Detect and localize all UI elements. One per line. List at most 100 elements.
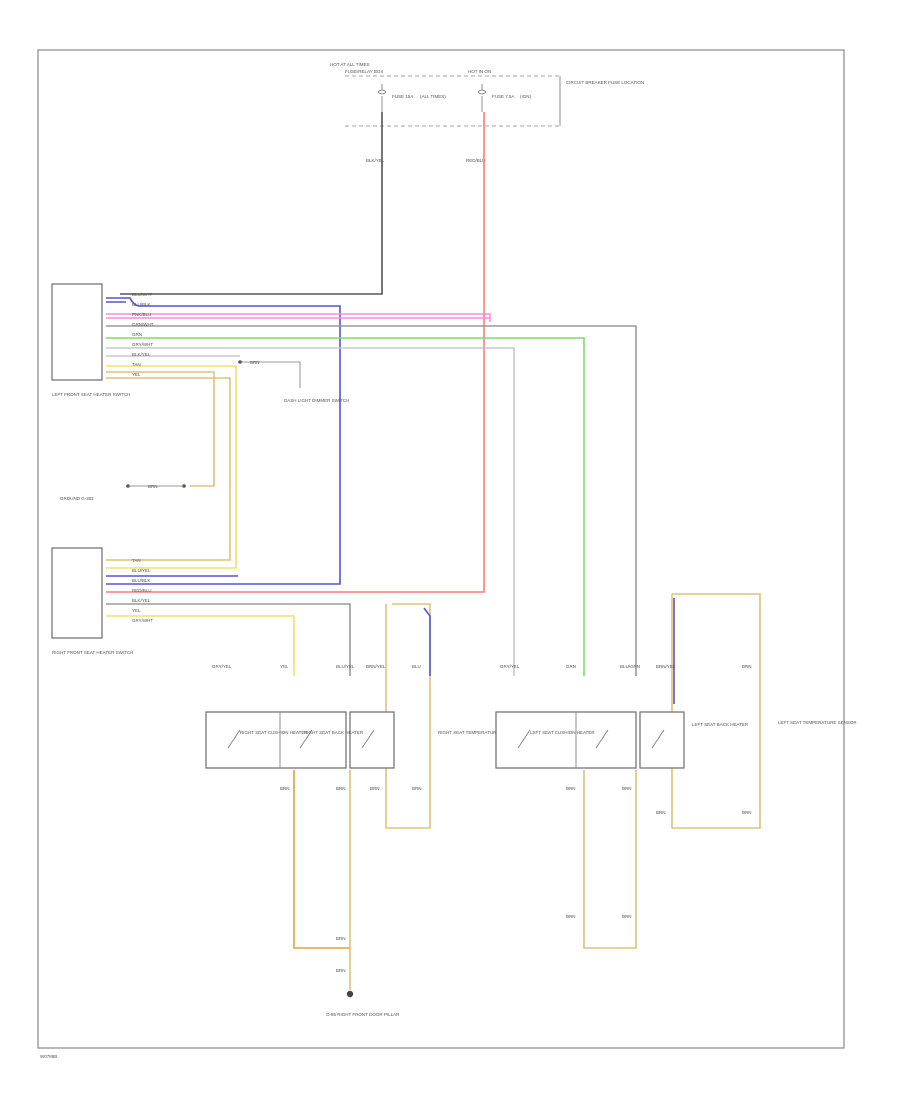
right-heater-top-wire-label: GRN	[566, 664, 576, 669]
right-switch: RIGHT FRONT SEAT HEATER SWITCH TAN BLU/YE…	[51, 547, 153, 655]
right-heater-bottom-wire-label: BRN	[742, 810, 752, 815]
ground-small-name: GROUND G-302	[60, 496, 94, 501]
left-heater-top-wire-label: YEL	[280, 664, 289, 669]
right-heater-bottom-wire-label: BRN	[622, 786, 632, 791]
wire-grn-long	[106, 337, 585, 676]
right-heater-sensor: LEFT SEAT TEMPERATURE SENSOR	[778, 720, 857, 725]
ground-main-wire-top: BRN	[336, 936, 346, 941]
right-heater-top-wire-label: GRY/YEL	[500, 664, 520, 669]
fuse-left-note: (ALL TIMES)	[420, 94, 446, 99]
left-heater-bottom-wire-label: BRN	[336, 786, 346, 791]
left-switch-wire-label: PNK/BLU	[132, 312, 151, 317]
left-switch-wire-label: BLK/YEL	[132, 352, 151, 357]
fuse-side-note: CIRCUIT BREAKER FUSE LOCATION	[566, 80, 644, 85]
left-switch-wire-label: BLU/BLK	[132, 302, 151, 307]
right-heater-bottom-labels: BRN BRN BRN BRN BRN BRN	[566, 786, 752, 919]
right-switch-wire-label: BLK/YEL	[132, 598, 151, 603]
dash-light-dimmer: BRN DASH LIGHT DIMMER SWITCH	[238, 360, 349, 403]
left-switch-wire-label: GRN	[132, 332, 142, 337]
wire-left-sensor-blue	[423, 607, 431, 676]
right-switch-wire-label: GRY/WHT	[132, 618, 153, 623]
right-switch-wire-label: BLU/YEL	[132, 568, 151, 573]
right-switch-wire-label: RED/BLU	[132, 588, 152, 593]
right-switch-wire-label: BLU/BLK	[132, 578, 151, 583]
left-heater-bottom-labels: BRN BRN BRN BRN	[280, 786, 422, 791]
left-heater-cushion: RIGHT SEAT CUSHION HEATER	[240, 730, 308, 735]
left-heater-top-wire-label: BLU/YEL	[336, 664, 355, 669]
left-switch-pins: BLU/WHT BLU/BLK PNK/BLU GRN/WHT GRN GRY/WHT BL…	[132, 292, 154, 377]
right-heater-cushion: LEFT SEAT CUSHION HEATER	[530, 730, 595, 735]
left-switch-wire-label: TAN	[132, 362, 141, 367]
left-heater-top-labels: GRY/YEL YEL BLU/YEL BRN/YEL BLU	[212, 664, 421, 669]
wire-right-sensor-loop	[671, 593, 761, 829]
left-switch-wire-label: GRY/WHT	[132, 342, 153, 347]
footer-code: W0788B	[40, 1054, 57, 1059]
fuse-right-symbol	[477, 84, 487, 112]
right-switch-wire-label: TAN	[132, 558, 141, 563]
fuse-left-symbol	[377, 84, 387, 112]
wire-dash-light-b	[240, 361, 301, 388]
right-heater-assembly: LEFT SEAT CUSHION HEATER LEFT SEAT BACK …	[495, 664, 857, 919]
fuse-wire-right-label: RED/BLU	[466, 158, 486, 163]
wire-blu-blk	[106, 297, 341, 585]
ground-small-wire: BRN	[148, 484, 158, 489]
left-switch: LEFT FRONT SEAT HEATER SWITCH BLU/WHTBLU…	[51, 283, 154, 397]
fuse-block-subtitle: FUSE/RELAY BOX	[345, 69, 383, 74]
right-heater-top-wire-label: BRN	[742, 664, 752, 669]
right-heater-bottom-wire-label: BRN	[656, 810, 666, 815]
left-heater-top-wire-label: BRN/YEL	[366, 664, 386, 669]
right-heater-top-labels: GRY/YEL GRN BLU/GRN BRN/YEL BRN	[500, 664, 752, 669]
dash-dimmer-name: DASH LIGHT DIMMER SWITCH	[284, 398, 349, 403]
left-switch-wire-label: BLU/WHT	[132, 292, 153, 297]
left-heater-back: RIGHT SEAT BACK HEATER	[304, 730, 364, 735]
left-switch-name: LEFT FRONT SEAT HEATER SWITCH	[52, 392, 130, 397]
ground-main-name: G-86 RIGHT FRONT DOOR PILLAR	[326, 1012, 400, 1017]
wire-gry-wht-long	[106, 347, 515, 676]
ground-main: BRN BRN G-86 RIGHT FRONT DOOR PILLAR	[326, 936, 400, 1017]
left-switch-wire-label: YEL	[132, 372, 141, 377]
left-heater-top-wire-label: GRY/YEL	[212, 664, 232, 669]
right-heater-back: LEFT SEAT BACK HEATER	[692, 722, 749, 727]
wire-left-brn-a	[293, 770, 350, 949]
wire-gry-long	[106, 325, 637, 676]
right-switch-name: RIGHT FRONT SEAT HEATER SWITCH	[52, 650, 133, 655]
left-heater-top-wire-label: BLU	[412, 664, 421, 669]
wire-gry-yel-right	[106, 603, 351, 676]
left-heater-assembly: RIGHT SEAT CUSHION HEATER RIGHT SEAT BAC…	[205, 664, 520, 791]
left-heater-sensor: RIGHT SEAT TEMPERATURE SENSOR	[438, 730, 520, 735]
fuse-block: HOT AT ALL TIMES FUSE/RELAY BOX HOT IN O…	[330, 62, 644, 163]
wire-tan-a	[106, 371, 215, 487]
ground-main-wire-bottom: BRN	[336, 968, 346, 973]
left-heater-bottom-wire-label: BRN	[280, 786, 290, 791]
right-switch-wire-label: YEL	[132, 608, 141, 613]
fuse-right-hot-label: HOT IN ON	[468, 69, 491, 74]
diagram-border	[37, 49, 845, 1049]
right-heater-top-wire-label: BLU/GRN	[620, 664, 640, 669]
wire-pnk-blu	[106, 313, 491, 322]
wire-blk-yel-main	[120, 112, 383, 295]
left-heater-bottom-wire-label: BRN	[370, 786, 380, 791]
dash-dimmer-wire: BRN	[250, 360, 260, 365]
ground-main-symbol	[346, 990, 354, 998]
right-heater-bottom-wire-label: BRN	[622, 914, 632, 919]
fuse-left-label: FUSE 15A	[392, 94, 413, 99]
dash-dimmer-dot	[238, 360, 242, 364]
wire-red-blu-main	[106, 112, 485, 593]
ground-small: BRN GROUND G-302	[60, 484, 186, 501]
right-heater-bottom-wire-label: BRN	[566, 786, 576, 791]
wire-yel-right	[106, 615, 295, 676]
fuse-wire-left-label: BLK/YEL	[366, 158, 385, 163]
left-switch-wire-label: GRN/WHT	[132, 322, 154, 327]
fuse-block-title: HOT AT ALL TIMES	[330, 62, 370, 67]
right-switch-pins: TAN BLU/YEL BLU/BLK RED/BLU BLK/YEL YEL GRY/WH…	[132, 558, 153, 623]
left-heater-bottom-wire-label: BRN	[412, 786, 422, 791]
wires	[106, 112, 761, 990]
fuse-right-note: (IGN)	[520, 94, 531, 99]
wire-tan-b	[106, 377, 231, 561]
right-heater-bottom-wire-label: BRN	[566, 914, 576, 919]
wire-right-brn-loop	[583, 770, 637, 949]
right-heater-top-wire-label: BRN/YEL	[656, 664, 676, 669]
wire-tan-c	[106, 365, 237, 569]
fuse-right-label: FUSE 7.5A	[492, 94, 515, 99]
